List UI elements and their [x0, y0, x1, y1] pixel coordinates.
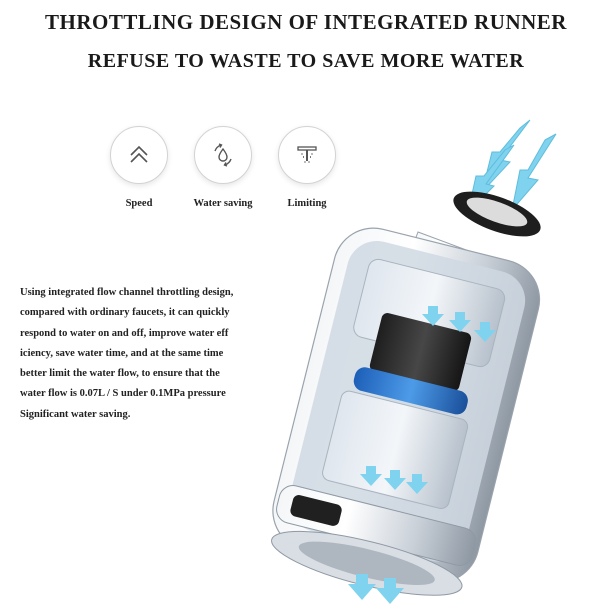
description-text: Using integrated flow channel throttling… [20, 283, 270, 425]
arrow-icon [422, 306, 444, 326]
flow-limit-icon [297, 146, 317, 163]
feature-label-limiting: Limiting [287, 198, 327, 209]
water-recycle-icon [214, 143, 232, 167]
description-line: water flow is 0.07L / S under 0.1MPa pre… [20, 388, 226, 400]
arrow-icon [511, 133, 557, 212]
description-line: better limit the water flow, to ensure t… [20, 368, 220, 380]
arrow-icon [406, 474, 428, 494]
internal-flow-arrows [348, 306, 496, 604]
description-line: Using integrated flow channel throttling… [20, 287, 234, 298]
speed-icon-circle [110, 126, 168, 184]
description-line: respond to water on and off, improve wat… [20, 327, 229, 339]
limiting-icon-circle [278, 126, 336, 184]
double-chevron-up-icon [130, 145, 148, 163]
arrow-icon [376, 578, 404, 604]
feature-speed: Speed [94, 126, 184, 209]
description-line: iciency, save water time, and at the sam… [20, 347, 224, 359]
headline-line-1: THROTTLING DESIGN OF INTEGRATED RUNNER [45, 10, 567, 34]
water-saving-icon-circle [194, 126, 252, 184]
description-line: compared with ordinary faucets, it can q… [20, 307, 230, 319]
feature-label-speed: Speed [125, 198, 153, 209]
arrow-icon [360, 466, 382, 486]
feature-water-saving: Water saving [178, 126, 268, 209]
arrow-icon [384, 470, 406, 490]
headline-line-2: REFUSE TO WASTE TO SAVE MORE WATER [87, 50, 525, 72]
feature-label-water-saving: Water saving [193, 198, 253, 209]
description-line: Significant water saving. [20, 408, 131, 420]
arrow-icon [481, 119, 531, 194]
feature-limiting: Limiting [262, 126, 352, 209]
arrow-icon [348, 574, 376, 600]
arrow-icon [474, 322, 496, 342]
arrow-icon [449, 312, 471, 332]
